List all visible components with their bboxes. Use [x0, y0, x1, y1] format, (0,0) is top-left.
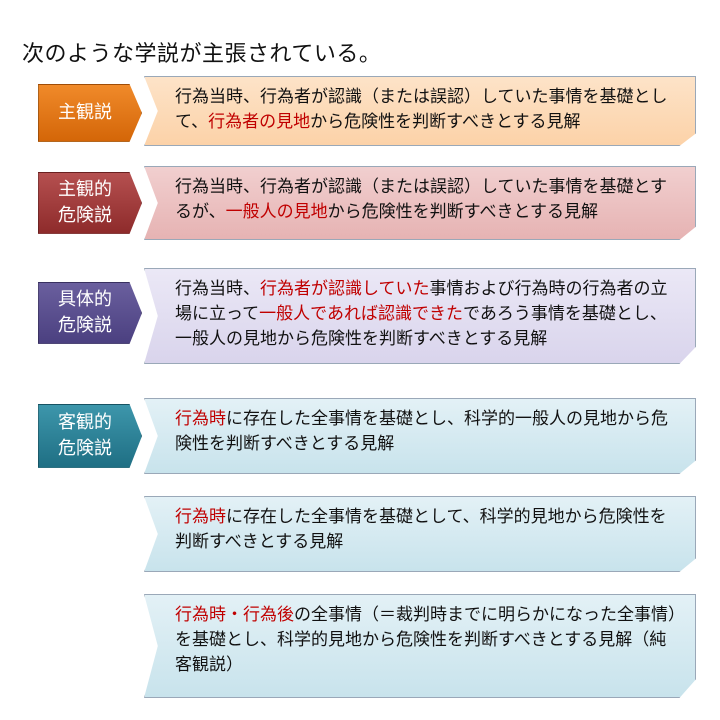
label-gutaiteki-line1: 具体的	[58, 289, 112, 310]
card-shukanteki-text-end: から危険性を判断すべきとする見解	[327, 202, 598, 222]
card-kyakkanteki-2-highlight: 行為時	[175, 507, 226, 527]
page-heading: 次のような学説が主張されている。	[22, 42, 382, 67]
label-shukanteki-line1: 主観的	[58, 179, 112, 200]
label-shukan-line1: 主観説	[58, 102, 112, 123]
card-kyakkanteki-2: 行為時に存在した全事情を基礎として、科学的見地から危険性を判断すべきとする見解	[144, 496, 696, 572]
card-gutaiteki-highlight-2: 一般人であれば認識できた	[259, 304, 463, 324]
label-shukanteki-line2: 危険説	[58, 205, 112, 226]
card-gutaiteki-text-2: 事情および行為時の行為者の立場に立って	[175, 279, 668, 324]
label-kyakkanteki-line1: 客観的	[58, 412, 112, 433]
card-gutaiteki-text-3: であろう事情を基礎とし、一般人の見地から危険性を判断すべきとする見解	[175, 304, 667, 349]
label-shukan: 主観説	[38, 84, 142, 142]
card-shukanteki: 行為当時、行為者が認識（または誤認）していた事情を基礎とするが、一般人の見地から…	[144, 166, 696, 240]
card-kyakkanteki-1-text: に存在した全事情を基礎とし、科学的一般人の見地から危険性を判断すべきとする見解	[175, 409, 668, 454]
label-gutaiteki-line2: 危険説	[58, 315, 112, 336]
card-shukan-highlight: 行為者の見地	[208, 112, 311, 132]
card-shukanteki-text: 行為当時、行為者が認識（または誤認）していた事情を基礎とするが、	[175, 177, 667, 222]
card-shukan-text-end: から危険性を判断すべきとする見解	[310, 112, 581, 132]
card-kyakkanteki-3-text: の全事情（＝裁判時までに明らかになった全事情）を基礎とし、科学的見地から危険性を…	[175, 605, 677, 675]
card-shukanteki-highlight: 一般人の見地	[225, 202, 328, 222]
card-gutaiteki: 行為当時、行為者が認識していた事情および行為時の行為者の立場に立って一般人であれ…	[144, 268, 696, 364]
card-gutaiteki-text-1: 行為当時、	[175, 279, 260, 299]
card-kyakkanteki-3-highlight: 行為時・行為後	[175, 605, 294, 625]
card-shukan-text: 行為当時、行為者が認識（または誤認）していた事情を基礎として、	[175, 87, 668, 132]
card-kyakkanteki-2-text: に存在した全事情を基礎として、科学的見地から危険性を判断すべきとする見解	[175, 507, 667, 552]
card-kyakkanteki-1-highlight: 行為時	[175, 409, 226, 429]
card-shukan: 行為当時、行為者が認識（または誤認）していた事情を基礎として、行為者の見地から危…	[144, 76, 696, 146]
card-kyakkanteki-1: 行為時に存在した全事情を基礎とし、科学的一般人の見地から危険性を判断すべきとする…	[144, 398, 696, 474]
label-kyakkanteki-line2: 危険説	[58, 438, 112, 459]
card-kyakkanteki-3: 行為時・行為後の全事情（＝裁判時までに明らかになった全事情）を基礎とし、科学的見…	[144, 594, 696, 698]
label-gutaiteki: 具体的 危険説	[38, 282, 142, 344]
card-gutaiteki-highlight-1: 行為者が認識していた	[260, 279, 430, 299]
label-shukanteki: 主観的 危険説	[38, 172, 142, 234]
label-kyakkanteki: 客観的 危険説	[38, 404, 142, 468]
